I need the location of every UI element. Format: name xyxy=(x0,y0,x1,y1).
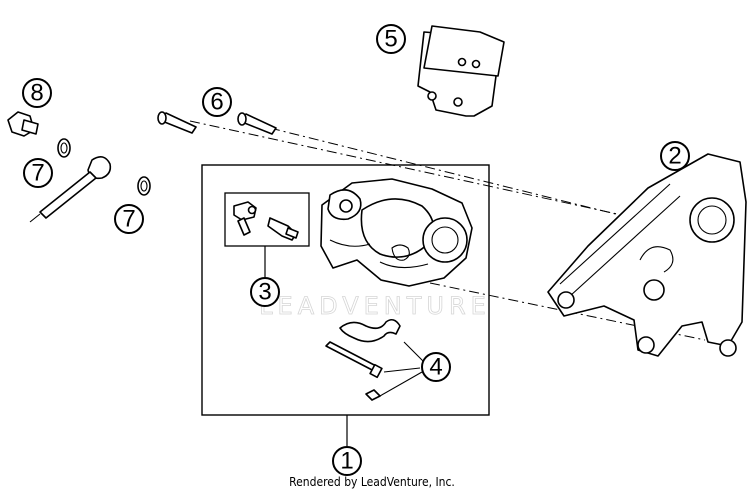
credit-text: Rendered by LeadVenture, Inc. xyxy=(289,475,455,489)
callout-4: 4 xyxy=(421,352,451,382)
callout-7a-number: 7 xyxy=(31,160,44,187)
callout-1-number: 1 xyxy=(340,448,353,475)
callout-5: 5 xyxy=(376,24,406,54)
callout-2-number: 2 xyxy=(668,143,681,170)
bleeder-valve-part xyxy=(233,201,299,241)
callout-2: 2 xyxy=(660,141,690,171)
sealing-washers-part xyxy=(57,138,151,196)
callout-8-number: 8 xyxy=(30,80,43,107)
callout-6-number: 6 xyxy=(210,89,223,116)
pad-spring-and-pin-part xyxy=(325,318,425,401)
banjo-bolt-part xyxy=(7,111,39,137)
callout-3-number: 3 xyxy=(258,279,271,306)
caliper-assembly-frame xyxy=(201,164,490,416)
bleeder-valve-frame xyxy=(224,192,310,247)
caliper-bracket-part xyxy=(547,153,747,357)
callout-4-number: 4 xyxy=(429,354,442,381)
callout-6: 6 xyxy=(202,87,232,117)
callout-1: 1 xyxy=(332,446,362,476)
callout-7b: 7 xyxy=(114,204,144,234)
watermark-text: LEADVENTURE xyxy=(259,292,491,320)
brake-caliper-part xyxy=(320,178,473,287)
callout-5-number: 5 xyxy=(384,26,397,53)
brake-line-part xyxy=(29,156,112,223)
callout-8: 8 xyxy=(22,78,52,108)
callout-7a: 7 xyxy=(23,158,53,188)
callout-7b-number: 7 xyxy=(122,206,135,233)
callout-3: 3 xyxy=(250,277,280,307)
caliper-bolts-part xyxy=(157,111,277,135)
brake-pads-part xyxy=(417,25,505,117)
